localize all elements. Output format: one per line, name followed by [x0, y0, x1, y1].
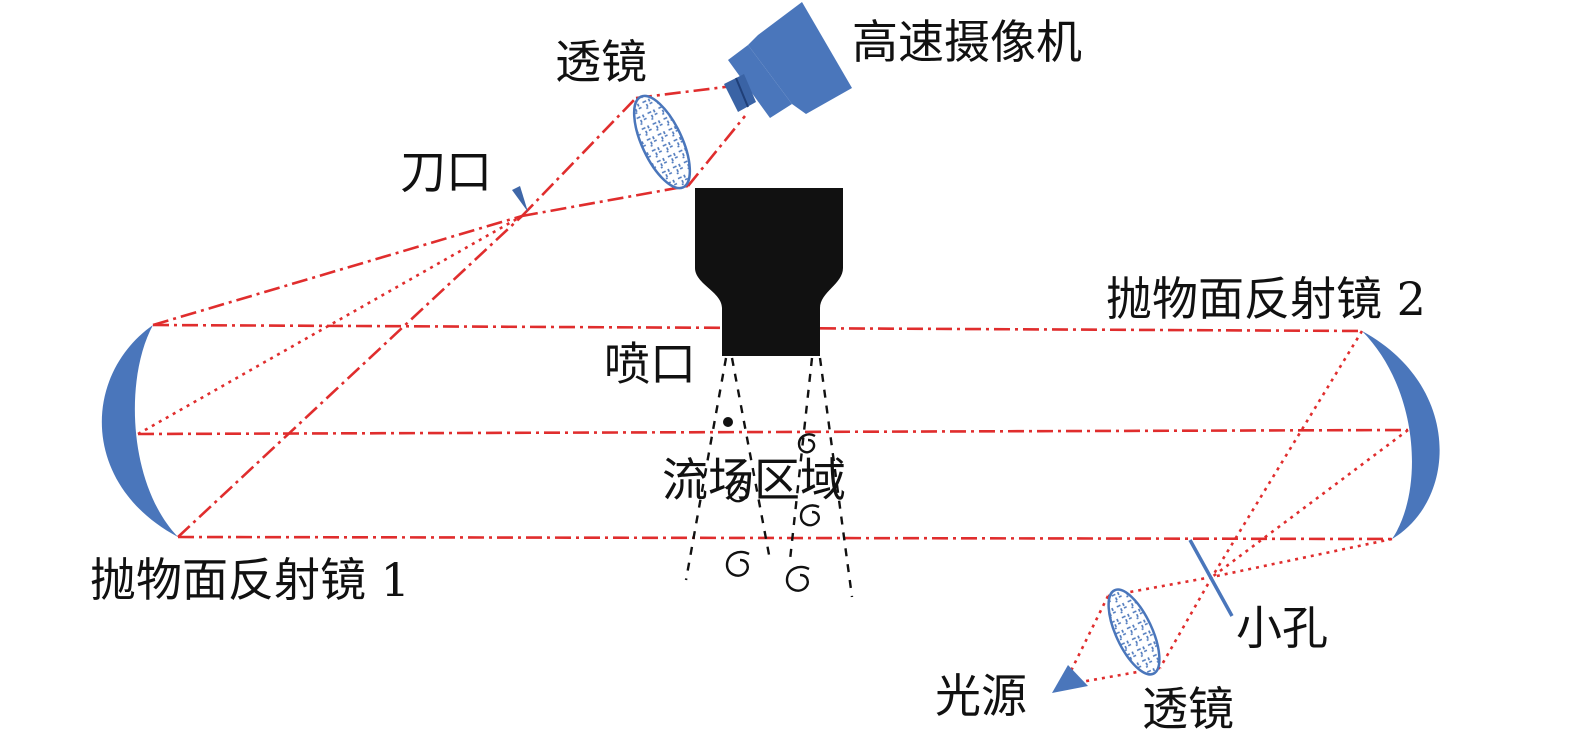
label-lens-bottom: 透镜 — [1142, 682, 1234, 736]
knife-edge — [512, 186, 528, 212]
ray-lens-to-camera-a — [635, 84, 734, 100]
flow-field-plume — [684, 357, 854, 598]
ray-m2-mid-to-pinhole — [1211, 428, 1409, 579]
parabolic-mirror-2 — [1362, 331, 1440, 539]
label-knife-edge: 刀口 — [400, 145, 492, 199]
bottom-lens — [1107, 588, 1161, 676]
ray-lens-to-camera-b — [686, 115, 747, 187]
label-nozzle: 喷口 — [604, 337, 696, 391]
light-source-icon — [1052, 665, 1088, 693]
nozzle — [695, 188, 843, 356]
label-high-speed-camera: 高速摄像机 — [852, 15, 1082, 69]
pinhole-plate — [1188, 539, 1234, 617]
camera-neck — [728, 45, 792, 118]
camera-body-icon — [748, 2, 852, 114]
ray-m2-top-to-pinhole — [1210, 330, 1364, 578]
camera-lens-mount — [724, 74, 756, 112]
beam-middle — [137, 428, 1409, 436]
flow-vortices — [723, 417, 820, 592]
label-parabolic-mirror-2: 抛物面反射镜 2 — [1106, 272, 1426, 326]
light-rays — [137, 84, 1409, 687]
high-speed-camera — [724, 2, 852, 118]
beam-top — [152, 323, 1363, 333]
label-light-source: 光源 — [935, 669, 1027, 723]
ray-m1-top-to-knife — [152, 214, 523, 327]
ray-pinhole-to-lens-b — [1158, 576, 1214, 669]
beam-bottom — [177, 535, 1393, 541]
label-pinhole: 小孔 — [1236, 601, 1328, 655]
label-parabolic-mirror-1: 抛物面反射镜 1 — [90, 553, 410, 607]
top-lens — [632, 94, 692, 190]
parabolic-mirror-1 — [101, 325, 178, 537]
label-flow-field: 流场区域 — [662, 453, 846, 507]
ray-m1-bottom-to-knife — [177, 215, 523, 538]
ray-m2-bottom-to-pinhole — [1211, 537, 1393, 579]
label-lens-top: 透镜 — [555, 35, 647, 89]
ray-m1-cross — [137, 214, 523, 436]
